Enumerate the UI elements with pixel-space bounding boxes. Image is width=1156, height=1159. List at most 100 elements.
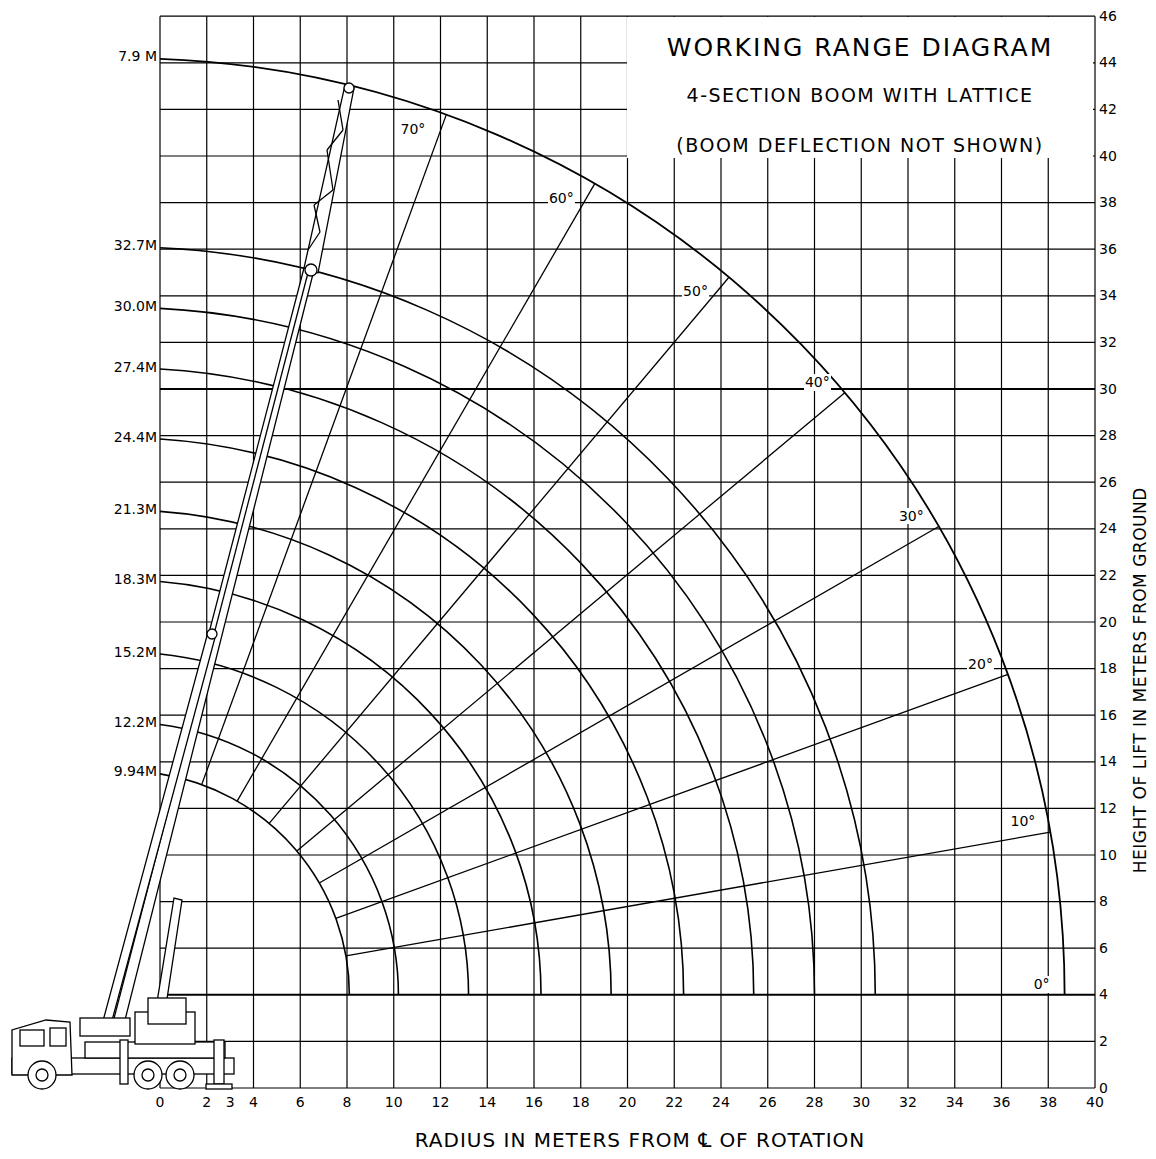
angle-label: 70°	[399, 121, 426, 138]
x-tick-label: 20	[619, 1094, 637, 1111]
y-tick-label: 12	[1099, 800, 1117, 817]
x-tick-label: 34	[946, 1094, 964, 1111]
boom-length-label: 27.4M	[114, 359, 157, 376]
grid-line	[440, 16, 441, 1088]
y-tick-label: 2	[1099, 1033, 1108, 1050]
retracted-boom	[100, 632, 216, 1032]
angle-label: 30°	[898, 508, 925, 525]
boom-angle-line	[346, 832, 1050, 956]
grid-line	[160, 249, 1095, 250]
outrigger	[214, 1040, 224, 1084]
grid-line	[907, 16, 908, 1088]
x-tick-label: 28	[806, 1094, 824, 1111]
y-tick-label: 44	[1099, 54, 1117, 71]
y-tick-label: 14	[1099, 753, 1117, 770]
y-tick-label: 20	[1099, 614, 1117, 631]
y-tick-label: 28	[1099, 427, 1117, 444]
boom-sheave	[207, 629, 217, 639]
outrigger-pad	[206, 1084, 232, 1089]
title-panel	[627, 17, 1093, 158]
boom-length-label: 15.2M	[114, 644, 157, 661]
boom-sheave	[305, 264, 317, 276]
y-tick-label: 36	[1099, 241, 1117, 258]
boom-length-arc	[160, 724, 398, 994]
grid-line	[160, 388, 1095, 390]
boom-length-label: 32.7M	[114, 237, 157, 254]
grid-line	[393, 16, 394, 1088]
lattice-strut	[327, 150, 333, 190]
grid	[160, 16, 1095, 1088]
y-tick-label: 18	[1099, 660, 1117, 677]
x-tick-label: 6	[296, 1094, 305, 1111]
wheel-hub	[142, 1069, 154, 1081]
grid-line	[160, 715, 1095, 716]
lattice-strut	[314, 205, 320, 232]
grid-line	[253, 16, 254, 1088]
cab-window	[50, 1028, 66, 1046]
y-tick-label: 42	[1099, 101, 1117, 118]
boom-length-arc	[160, 369, 754, 995]
y-tick-label: 22	[1099, 567, 1117, 584]
x-tick-label: 40	[1086, 1094, 1104, 1111]
boom-length-arc	[160, 654, 469, 995]
x-tick-label: 12	[432, 1094, 450, 1111]
boom-length-arc	[160, 308, 815, 994]
x-tick-label: 4	[249, 1094, 258, 1111]
y-tick-label: 30	[1099, 381, 1117, 398]
wheel-hub	[36, 1069, 48, 1081]
boom-length-label: 30.0M	[114, 298, 157, 315]
x-tick-label: 3	[226, 1094, 235, 1111]
cab-window	[20, 1030, 44, 1046]
grid-line	[160, 668, 1095, 669]
boom-angle-line	[297, 393, 845, 851]
grid-line	[160, 1087, 1095, 1088]
grid-line	[160, 482, 1095, 483]
y-tick-label: 46	[1099, 8, 1117, 25]
angle-label: 0°	[1033, 976, 1051, 993]
grid-line	[1048, 16, 1049, 1088]
x-tick-label: 14	[478, 1094, 496, 1111]
grid-line	[160, 1041, 1095, 1042]
x-tick-label: 30	[852, 1094, 870, 1111]
outrigger	[120, 1040, 128, 1084]
x-tick-label: 22	[665, 1094, 683, 1111]
range-curves	[160, 59, 1065, 995]
wheel	[28, 1061, 56, 1089]
jib-sheave	[344, 83, 354, 93]
grid-line	[160, 621, 1095, 622]
grid-line	[160, 901, 1095, 902]
grid-line	[861, 16, 862, 1088]
x-axis-title: RADIUS IN METERS FROM ℄ OF ROTATION	[415, 1128, 865, 1152]
grid-line	[720, 16, 721, 1088]
boom-length-label: 7.9 M	[118, 48, 157, 65]
y-tick-label: 24	[1099, 520, 1117, 537]
grid-line	[533, 16, 534, 1088]
y-tick-label: 38	[1099, 194, 1117, 211]
boom-angle-line	[336, 674, 1008, 918]
lattice-strut	[314, 190, 333, 205]
x-tick-label: 38	[1039, 1094, 1057, 1111]
grid-line	[1001, 16, 1002, 1088]
grid-line	[160, 761, 1095, 762]
boom-rest	[80, 1018, 130, 1036]
angle-label: 40°	[804, 374, 831, 391]
wheel	[134, 1061, 162, 1089]
grid-line	[487, 16, 488, 1088]
grid-line	[954, 16, 955, 1088]
grid-line	[160, 435, 1095, 436]
angle-label: 50°	[682, 283, 709, 300]
y-tick-label: 26	[1099, 474, 1117, 491]
lattice-strut	[338, 100, 343, 130]
chart-subtitle: (BOOM DEFLECTION NOT SHOWN)	[676, 134, 1043, 157]
x-tick-label: 8	[343, 1094, 352, 1111]
operator-cab	[148, 998, 186, 1024]
x-tick-label: 0	[156, 1094, 165, 1111]
grid-line	[160, 16, 1095, 17]
grid-line	[1094, 16, 1095, 1088]
x-tick-label: 32	[899, 1094, 917, 1111]
y-tick-label: 6	[1099, 940, 1108, 957]
grid-line	[674, 16, 675, 1088]
chart-title: WORKING RANGE DIAGRAM	[667, 33, 1054, 63]
